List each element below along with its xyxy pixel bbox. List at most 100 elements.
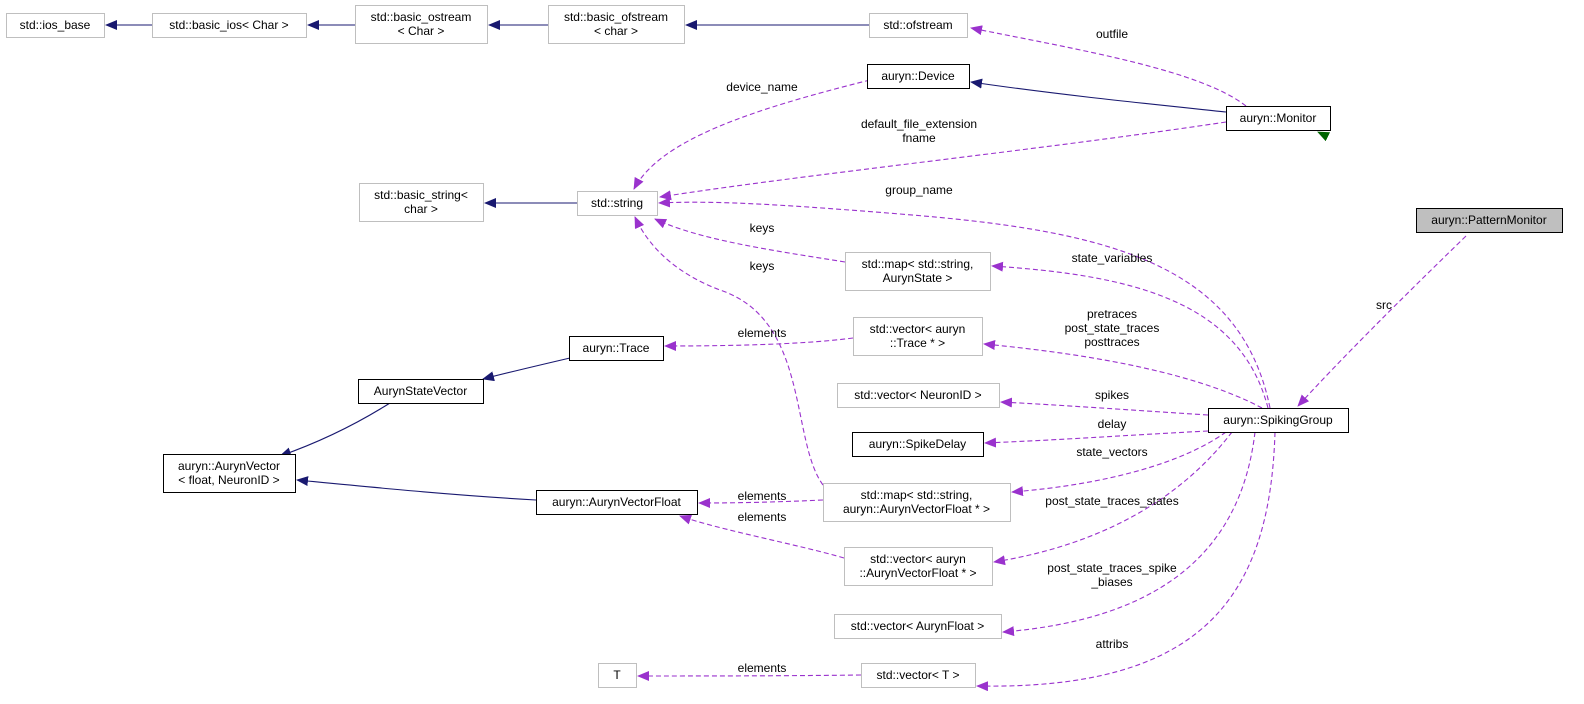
node-label: std::map< std::string, — [861, 488, 973, 502]
node-label: < float, NeuronID > — [178, 473, 279, 487]
node-box — [355, 5, 488, 44]
edge-label: attribs — [1096, 637, 1129, 651]
node-box — [569, 336, 664, 361]
node-monitor[interactable]: auryn::Monitor — [1226, 106, 1331, 131]
node-box — [1226, 106, 1331, 131]
edge-label: elements — [738, 326, 787, 340]
node-spiking-group[interactable]: auryn::SpikingGroup — [1208, 408, 1349, 433]
edge-label-line: elements — [738, 489, 787, 503]
node-box — [358, 379, 484, 404]
edge-label-line: attribs — [1096, 637, 1129, 651]
edge-line — [634, 216, 824, 486]
node-label: ::Trace * > — [890, 336, 945, 350]
edge-label-line: post_state_traces_states — [1045, 494, 1178, 508]
edge-spiking-group-to-vector-trace — [983, 340, 1263, 409]
node-box — [869, 13, 968, 38]
node-label: auryn::SpikeDelay — [869, 437, 966, 451]
node-auryn-vector[interactable]: auryn::AurynVector< float, NeuronID > — [163, 454, 296, 493]
edge-line — [1000, 397, 1209, 416]
edges-layer — [105, 20, 1467, 692]
edge-label-line: keys — [750, 221, 775, 235]
edge-label-line: pretraces — [1087, 307, 1137, 321]
node-box — [1208, 408, 1349, 433]
edge-label-line: state_variables — [1072, 251, 1153, 265]
node-box — [577, 191, 658, 216]
edge-line — [664, 337, 854, 351]
edge-label-line: default_file_extension — [861, 117, 977, 131]
node-box — [152, 13, 307, 38]
edge-label-line: delay — [1098, 417, 1127, 431]
edge-label: keys — [750, 259, 775, 273]
node-box — [359, 183, 484, 222]
edge-label-line: device_name — [726, 80, 798, 94]
node-label: auryn::Monitor — [1240, 111, 1317, 125]
node-basic-ostream: std::basic_ostream< Char > — [355, 5, 488, 44]
node-label: std::basic_ofstream — [564, 10, 668, 24]
edge-label: src — [1376, 298, 1392, 312]
node-label: std::vector< NeuronID > — [854, 388, 981, 402]
edge-line — [1297, 235, 1467, 407]
edge-spiking-group-to-vector-t — [976, 431, 1276, 692]
edge-spiking-group-to-spike-delay — [984, 430, 1209, 448]
edge-spiking-group-to-map-state — [991, 261, 1269, 409]
edge-label: post_state_traces_spike_biases — [1047, 561, 1177, 589]
node-vector-float[interactable]: auryn::AurynVectorFloat — [536, 490, 698, 515]
edge-label: outfile — [1096, 27, 1128, 41]
edge-monitor-to-ofstream — [970, 25, 1247, 107]
node-label: char > — [404, 202, 438, 216]
edge-spiking-group-to-map-vector — [1011, 431, 1227, 497]
node-label: auryn::Device — [881, 69, 955, 83]
edge-line — [658, 197, 1271, 409]
node-basic-ios: std::basic_ios< Char > — [152, 13, 307, 38]
edge-label: delay — [1098, 417, 1127, 431]
node-label: std::ios_base — [20, 18, 91, 32]
node-box — [823, 483, 1011, 522]
node-state-vector[interactable]: AurynStateVector — [358, 379, 484, 404]
node-label: auryn::Trace — [583, 341, 650, 355]
node-box — [861, 663, 976, 688]
node-label: auryn::PatternMonitor — [1431, 213, 1546, 227]
edge-labels-layer: outfile device_name default_file_extension… — [726, 27, 1392, 675]
node-label: auryn::AurynVectorFloat * > — [843, 502, 990, 516]
node-vector-t: std::vector< T > — [861, 663, 976, 688]
edge-label-line: keys — [750, 259, 775, 273]
edge-label-line: elements — [738, 510, 787, 524]
node-vector-aurynfloat: std::vector< AurynFloat > — [834, 614, 1002, 639]
edge-line — [482, 357, 571, 382]
edge-spiking-group-to-vector-avf — [993, 431, 1233, 566]
edge-line — [679, 514, 845, 559]
edge-monitor-to-string — [659, 121, 1227, 201]
edge-label-line: outfile — [1096, 27, 1128, 41]
edge-label-line: fname — [902, 131, 936, 145]
node-trace[interactable]: auryn::Trace — [569, 336, 664, 361]
edge-line — [1317, 131, 1331, 142]
node-box — [853, 317, 983, 356]
edge-label: group_name — [885, 183, 953, 197]
edge-label: post_state_traces_states — [1045, 494, 1178, 508]
edge-line — [984, 430, 1209, 448]
node-string: std::string — [577, 191, 658, 216]
node-map-state: std::map< std::string,AurynState > — [845, 252, 991, 291]
node-label: AurynStateVector — [374, 384, 467, 398]
edge-line — [970, 78, 1227, 113]
edge-line — [1011, 431, 1227, 497]
node-label: < char > — [594, 24, 638, 38]
node-spike-delay[interactable]: auryn::SpikeDelay — [852, 432, 984, 457]
edge-label: elements — [738, 661, 787, 675]
node-t: T — [598, 663, 637, 688]
node-device[interactable]: auryn::Device — [867, 64, 970, 89]
edge-label: spikes — [1095, 388, 1129, 402]
edge-label: state_variables — [1072, 251, 1153, 265]
edge-map-vector-to-string — [634, 216, 824, 486]
node-box — [844, 547, 993, 586]
node-box — [834, 614, 1002, 639]
node-box — [598, 663, 637, 688]
edge-label: keys — [750, 221, 775, 235]
node-label: std::vector< AurynFloat > — [851, 619, 984, 633]
edge-label-line: _biases — [1090, 575, 1132, 589]
node-pattern-monitor: auryn::PatternMonitor — [1416, 208, 1563, 233]
edge-vector-t-to-t — [637, 670, 862, 681]
node-label: auryn::SpikingGroup — [1223, 413, 1333, 427]
